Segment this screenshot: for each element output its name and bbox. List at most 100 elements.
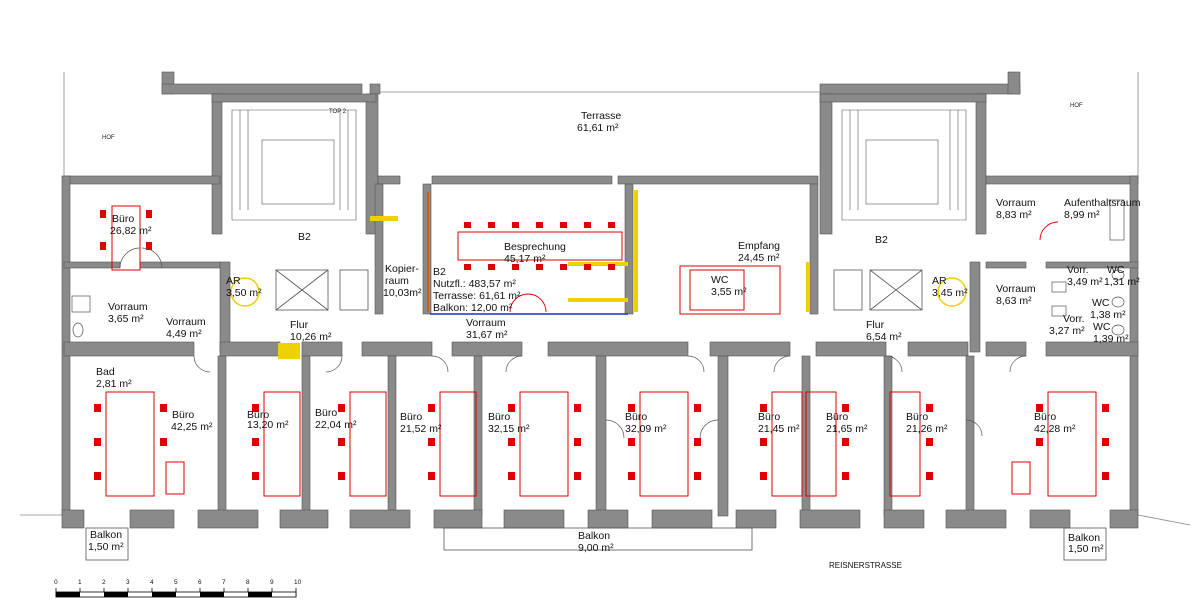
top2-label: TOP 2 <box>329 109 347 115</box>
ar-right-area: 3,45 m² <box>932 287 968 299</box>
vorraum-l-name: Vorraum <box>166 316 206 328</box>
wc-right3-area: 1,39 m² <box>1093 333 1129 345</box>
scale-segment <box>152 592 176 597</box>
besprechung-name: Besprechung <box>504 241 566 253</box>
vorraum-r-area: 8,63 m² <box>996 295 1032 307</box>
terrasse-name: Terrasse <box>581 110 621 122</box>
scale-tick-label: 5 <box>174 579 178 586</box>
vorraum-sm-area: 3,65 m² <box>108 313 144 325</box>
elevator-shafts <box>275 269 923 311</box>
wc-right1-name: WC <box>1107 264 1125 276</box>
bad-name: Bad <box>96 366 115 378</box>
b2-info-nutzflaeche: Nutzfl.: 483,57 m² <box>433 278 516 290</box>
buero-8-area: 21,65 m² <box>826 423 868 435</box>
door-swings <box>119 247 1027 439</box>
aufenthalt-area: 8,99 m² <box>1064 209 1100 221</box>
balkon-right-name: Balkon <box>1068 532 1100 544</box>
buero-8-name: Büro <box>826 411 848 423</box>
aufenthalt-name: Aufenthaltsraum <box>1064 197 1141 209</box>
scale-tick-label: 8 <box>246 579 250 586</box>
wc-center-area: 3,55 m² <box>711 286 747 298</box>
buero-tl-name: Büro <box>112 213 134 225</box>
buero-10-area: 42,28 m² <box>1034 423 1076 435</box>
vorr-a-area: 3,49 m² <box>1067 276 1103 288</box>
buero-9-area: 21,26 m² <box>906 423 948 435</box>
flur-left-name: Flur <box>290 319 309 331</box>
scale-tick-label: 0 <box>54 579 58 586</box>
balkon-right-area: 1,50 m² <box>1068 543 1104 555</box>
kopier-line2: raum <box>385 275 409 287</box>
b2-info-terrasse: Terrasse: 61,61 m² <box>433 290 521 302</box>
vorr-a-name: Vorr. <box>1067 264 1089 276</box>
site-context-lines <box>20 72 1191 526</box>
sanitary-fixtures <box>71 199 1125 338</box>
balconies <box>85 527 1107 561</box>
vorr-b-area: 3,27 m² <box>1049 325 1085 337</box>
balkon-left-area: 1,50 m² <box>88 541 124 553</box>
room-labels: HOF HOF TOP 2 Terrasse 61,61 m² B2 B2 Bü… <box>88 103 1141 570</box>
ar-right-name: AR <box>932 275 947 287</box>
empfang-name: Empfang <box>738 240 780 252</box>
flur-left-area: 10,26 m² <box>290 331 332 343</box>
vorraum-tr-name: Vorraum <box>996 197 1036 209</box>
vorraum-r-name: Vorraum <box>996 283 1036 295</box>
kopier-area: 10,03m² <box>383 287 422 299</box>
buero-9-name: Büro <box>906 411 928 423</box>
red-door-swings <box>509 221 1059 313</box>
balkon-left-name: Balkon <box>90 529 122 541</box>
scale-tick-label: 7 <box>222 579 226 586</box>
buero-7-name: Büro <box>758 411 780 423</box>
balkon-center-name: Balkon <box>578 530 610 542</box>
buero-6-area: 32,09 m² <box>625 423 667 435</box>
buero-tl-area: 26,82 m² <box>110 225 152 237</box>
vorraum-l-area: 4,49 m² <box>166 328 202 340</box>
scale-tick-label: 10 <box>294 579 302 586</box>
buero-10-name: Büro <box>1034 411 1056 423</box>
wc-right2-area: 1,38 m² <box>1090 309 1126 321</box>
buero-6-name: Büro <box>625 411 647 423</box>
chairs <box>94 210 1109 480</box>
scale-tick-label: 2 <box>102 579 106 586</box>
ar-left-name: AR <box>226 275 241 287</box>
vorr-b-name: Vorr. <box>1063 313 1085 325</box>
vorraum-center-name: Vorraum <box>466 317 506 329</box>
buero-3-name: Büro <box>315 407 337 419</box>
besprechung-area: 45,17 m² <box>504 253 546 265</box>
wc-right2-name: WC <box>1092 297 1110 309</box>
colored-accents <box>230 190 967 359</box>
walls <box>61 71 1139 529</box>
buero-7-area: 21,45 m² <box>758 423 800 435</box>
b2-left-label: B2 <box>298 231 311 243</box>
empfang-area: 24,45 m² <box>738 252 780 264</box>
b2-info-title: B2 <box>433 266 446 278</box>
buero-3-area: 22,04 m² <box>315 419 357 431</box>
b2-info-balkon: Balkon: 12,00 m² <box>433 302 513 314</box>
buero-4-area: 21,52 m² <box>400 423 442 435</box>
scale-segment <box>248 592 272 597</box>
wc-right3-name: WC <box>1093 321 1111 333</box>
wc-center-name: WC <box>711 274 729 286</box>
staircases <box>231 109 967 221</box>
balkon-center-area: 9,00 m² <box>578 542 614 554</box>
vorraum-tr-area: 8,83 m² <box>996 209 1032 221</box>
kopier-line1: Kopier- <box>385 263 419 275</box>
buero-1-name: Büro <box>172 409 194 421</box>
scale-tick-label: 9 <box>270 579 274 586</box>
furniture <box>105 205 1097 497</box>
vorraum-sm-name: Vorraum <box>108 301 148 313</box>
scale-tick-label: 3 <box>126 579 130 586</box>
scale-segment <box>104 592 128 597</box>
b2-right-label: B2 <box>875 234 888 246</box>
buero-1-area: 42,25 m² <box>171 421 213 433</box>
terrasse-area: 61,61 m² <box>577 122 619 134</box>
scale-segment <box>56 592 80 597</box>
vorraum-center-area: 31,67 m² <box>466 329 508 341</box>
scale-tick-label: 1 <box>78 579 82 586</box>
bad-area: 2,81 m² <box>96 378 132 390</box>
flur-right-area: 6,54 m² <box>866 331 902 343</box>
wc-right1-area: 1,31 m² <box>1104 276 1140 288</box>
scale-segment <box>200 592 224 597</box>
buero-2-name: Büro <box>247 409 269 421</box>
